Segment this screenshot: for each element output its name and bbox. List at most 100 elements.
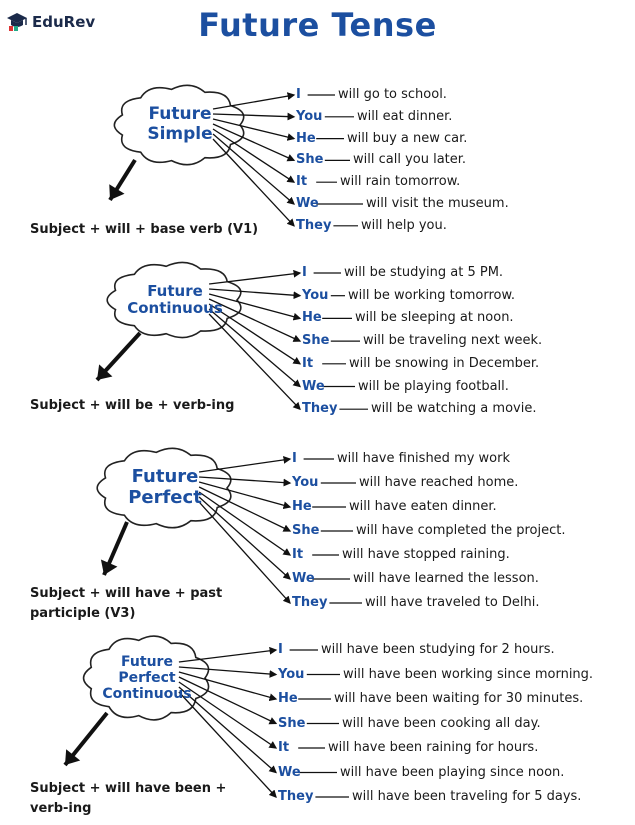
formula-arrow-head	[65, 749, 81, 765]
pronoun-label: We	[292, 571, 315, 586]
pronoun-arrow	[212, 123, 296, 162]
cloud-shape	[82, 635, 210, 721]
graduation-cap-icon	[7, 13, 27, 31]
cloud-shape	[113, 84, 245, 166]
example-phrase: will help you.	[361, 217, 447, 233]
pronoun-label: He	[296, 130, 316, 146]
pronoun-arrow	[178, 646, 278, 663]
pronoun-arrow	[208, 308, 301, 388]
tense-name-line: Continuous	[127, 299, 223, 317]
tense-formula: Subject + will have + past participle (V3…	[30, 584, 222, 624]
pronoun-label: It	[278, 740, 290, 755]
pronoun-label: You	[292, 475, 319, 490]
pronoun-arrow	[198, 486, 292, 532]
example-phrase: will have eaten dinner.	[349, 499, 497, 514]
example-phrase: will be traveling next week.	[363, 333, 543, 349]
tense-name-line: Simple	[147, 123, 213, 144]
example-phrase: will have learned the lesson.	[353, 571, 539, 586]
pronoun-arrow	[212, 92, 296, 110]
example-phrase: will have traveled to Delhi.	[365, 595, 540, 610]
example-phrase: will eat dinner.	[357, 108, 453, 124]
formula-arrow-head	[97, 364, 113, 380]
example-phrase: will be working tomorrow.	[348, 287, 516, 303]
pronoun-label: You	[296, 108, 323, 124]
example-phrase: will have been waiting for 30 minutes.	[334, 691, 584, 706]
pronoun-label: She	[292, 523, 320, 538]
brand-name: EduRev	[32, 13, 96, 31]
pronoun-label: I	[296, 87, 301, 102]
pronoun-arrow	[178, 686, 277, 774]
pronoun-label: She	[278, 715, 306, 731]
pronoun-arrow	[178, 671, 278, 702]
example-phrase: will have completed the project.	[356, 523, 566, 538]
example-phrase: will go to school.	[338, 87, 447, 102]
pronoun-label: You	[302, 287, 329, 303]
example-phrase: will have been traveling for 5 days.	[352, 789, 582, 804]
example-phrase: will rain tomorrow.	[340, 174, 461, 190]
pronoun-arrow	[209, 269, 302, 285]
pronoun-label: You	[278, 666, 305, 682]
pronoun-label: They	[292, 595, 328, 610]
example-phrase: will be sleeping at noon.	[355, 310, 514, 326]
example-phrase: will have finished my work	[337, 451, 511, 466]
example-phrase: will have been studying for 2 hours.	[321, 642, 555, 657]
pronoun-label: It	[296, 174, 308, 190]
pronoun-label: I	[302, 265, 307, 280]
pronoun-label: I	[278, 642, 283, 657]
example-phrase: will have stopped raining.	[342, 547, 510, 562]
pronoun-label: They	[296, 217, 332, 233]
pronoun-arrow	[198, 491, 292, 556]
tense-name-line: Continuous	[102, 686, 192, 703]
example-phrase: will have been working since morning.	[343, 666, 594, 682]
example-phrase: will be playing football.	[358, 378, 509, 394]
formula-arrow-head	[100, 559, 118, 575]
example-phrase: will buy a new car.	[347, 130, 468, 146]
tense-name-line: Future	[148, 104, 212, 125]
pronoun-arrow	[209, 288, 302, 300]
pronoun-arrow	[212, 138, 295, 227]
edurev-logo: EduRev	[6, 8, 95, 36]
tense-name-line: Perfect	[118, 669, 176, 686]
pronoun-arrow	[178, 666, 278, 678]
example-phrase: will be watching a movie.	[371, 401, 537, 417]
tense-formula-line: participle (V3)	[30, 606, 136, 621]
example-phrase: will be studying at 5 PM.	[344, 265, 504, 280]
tense-formula: Subject + will be + verb-ing	[30, 396, 234, 416]
pronoun-arrow	[208, 303, 302, 365]
tense-formula-line: Subject + will + base verb (V1)	[30, 222, 259, 237]
pronoun-label: He	[278, 691, 298, 706]
pronoun-arrow	[178, 681, 278, 749]
tense-formula-line: Subject + will have been +	[30, 781, 227, 796]
pronoun-label: They	[302, 401, 338, 417]
pronoun-arrow	[212, 112, 296, 121]
tense-name-line: Future	[147, 281, 203, 300]
cloud-shape	[106, 261, 242, 339]
example-phrase: will be snowing in December.	[349, 355, 540, 371]
tense-formula: Subject + will have been + verb-ing	[30, 779, 226, 819]
pronoun-label: They	[278, 789, 314, 804]
pronoun-label: It	[292, 547, 304, 562]
pronoun-arrow	[212, 118, 296, 141]
pronoun-label: He	[292, 499, 312, 514]
tense-formula-line: verb-ing	[30, 801, 92, 816]
example-phrase: will have been cooking all day.	[342, 715, 541, 731]
tense-formula-line: Subject + will be + verb-ing	[30, 398, 235, 413]
pronoun-arrow	[199, 476, 292, 487]
tense-name-line: Future	[131, 466, 199, 488]
pronoun-arrow	[198, 481, 292, 510]
example-phrase: will call you later.	[353, 152, 467, 168]
pronoun-arrow	[178, 676, 278, 725]
tense-formula-line: Subject + will have + past	[30, 586, 223, 601]
pronoun-label: She	[296, 152, 324, 168]
pronoun-label: We	[302, 378, 325, 394]
pronoun-label: She	[302, 333, 330, 349]
tense-formula: Subject + will + base verb (V1)	[30, 220, 258, 240]
pronoun-label: We	[296, 196, 319, 211]
example-phrase: will have reached home.	[359, 475, 519, 490]
pronoun-arrow	[199, 456, 292, 473]
page-title: Future Tense	[198, 6, 437, 44]
example-phrase: will have been raining for hours.	[328, 740, 539, 755]
formula-arrow-head	[109, 184, 125, 200]
